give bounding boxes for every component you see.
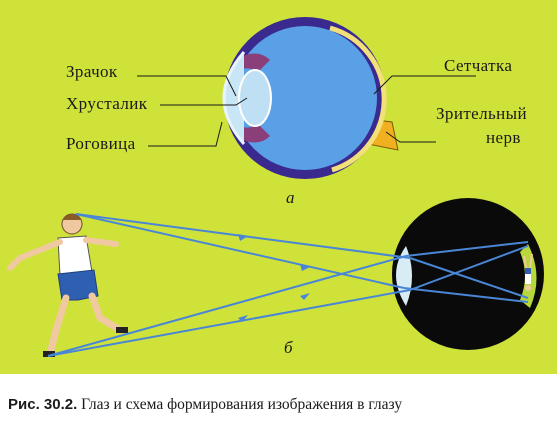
iris-upper — [238, 53, 270, 72]
sublabel-b: б — [284, 338, 293, 357]
eye-schematic — [392, 198, 544, 350]
label-cornea: Роговица — [66, 134, 136, 153]
eye-cross-section — [222, 17, 399, 179]
runner-figure — [7, 213, 128, 358]
label-optic-nerve-2: нерв — [486, 128, 521, 147]
label-pupil: Зрачок — [66, 62, 118, 81]
label-lens: Хрусталик — [66, 94, 148, 113]
eyeball-dark — [392, 198, 544, 350]
iris-lower — [238, 124, 270, 143]
retina-layer — [329, 25, 387, 173]
lens — [238, 69, 272, 127]
figure-caption: Рис. 30.2. Глаз и схема формирования изо… — [8, 396, 402, 414]
label-retina: Сетчатка — [444, 56, 513, 75]
eyeball-interior — [233, 26, 377, 170]
light-rays — [47, 213, 529, 357]
caption-number: Рис. 30.2. — [8, 396, 78, 413]
inverted-image — [523, 253, 533, 291]
label-leader-lines — [137, 75, 476, 147]
sublabel-a: а — [286, 188, 295, 207]
caption-text: Глаз и схема формирования изображения в … — [81, 396, 403, 413]
label-optic-nerve-1: Зрительный — [436, 104, 527, 123]
cornea — [222, 51, 246, 145]
